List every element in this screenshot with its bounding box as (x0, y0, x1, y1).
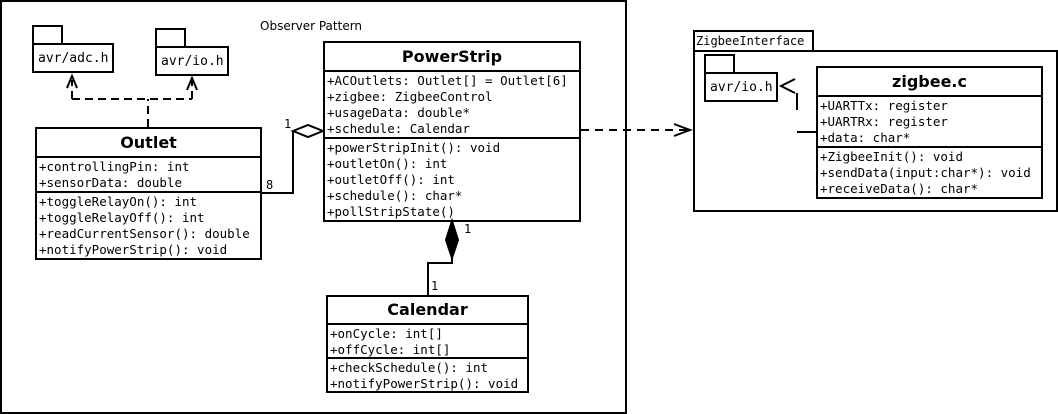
frame-title: Observer Pattern (260, 19, 363, 33)
composition-diamond-icon (444, 217, 460, 262)
method: +receiveData(): char* (820, 180, 979, 196)
attributes: +controllingPin: int +sensorData: double (37, 158, 260, 191)
attribute: +zigbee: ZigbeeControl (327, 88, 493, 104)
attributes: +onCycle: int[] +offCycle: int[] (328, 325, 527, 357)
attribute: +onCycle: int[] (330, 325, 443, 341)
attribute: +data: char* (820, 129, 911, 145)
method: +checkSchedule(): int (330, 359, 489, 375)
multiplicity-label: 8 (266, 178, 274, 192)
dependency-arrow-icon (66, 73, 198, 91)
class-name: Calendar (328, 297, 527, 325)
aggregation-line (261, 131, 294, 194)
class-calendar[interactable]: Calendar +onCycle: int[] +offCycle: int[… (326, 295, 529, 393)
method: +readCurrentSensor(): double (39, 226, 250, 242)
multiplicity-label: 1 (284, 117, 292, 131)
package-zigbee-interface[interactable] (693, 50, 1058, 212)
package-avr-io-zigbee[interactable]: avr/io.h (704, 72, 778, 102)
aggregation-diamond-icon (290, 123, 326, 139)
attribute: +usageData: double* (327, 104, 470, 120)
attribute: +UARTRx: register (820, 113, 948, 129)
multiplicity-label: 1 (464, 222, 472, 236)
dependency-arrow-icon (673, 123, 693, 137)
method: +pollStripState() (327, 203, 455, 219)
method: +outletOff(): int (327, 171, 455, 187)
class-powerstrip[interactable]: PowerStrip +ACOutlets: Outlet[] = Outlet… (323, 41, 581, 222)
observer-pattern-frame (0, 0, 627, 414)
method: +toggleRelayOff(): int (39, 210, 205, 226)
method: +notifyPowerStrip(): void (330, 375, 519, 391)
method: +outletOn(): int (327, 155, 448, 171)
method: +notifyPowerStrip(): void (39, 242, 228, 258)
attribute: +ACOutlets: Outlet[] = Outlet[6] (327, 72, 568, 88)
multiplicity-label: 1 (431, 279, 439, 293)
methods: +powerStripInit(): void +outletOn(): int… (325, 136, 579, 220)
class-zigbee[interactable]: zigbee.c +UARTTx: register +UARTRx: regi… (816, 66, 1043, 199)
attribute: +schedule: Calendar (327, 120, 470, 136)
method: +schedule(): char* (327, 187, 463, 203)
class-name: Outlet (37, 129, 260, 158)
methods: +checkSchedule(): int +notifyPowerStrip(… (328, 356, 527, 391)
package-zigbee-interface-tab: ZigbeeInterface (693, 30, 814, 52)
attribute: +offCycle: int[] (330, 341, 451, 357)
attribute: +sensorData: double (39, 174, 182, 190)
method: +toggleRelayOn(): int (39, 194, 198, 210)
class-name: PowerStrip (325, 43, 579, 72)
attributes: +ACOutlets: Outlet[] = Outlet[6] +zigbee… (325, 72, 579, 137)
class-name: zigbee.c (818, 68, 1041, 97)
package-avr-adc[interactable]: avr/adc.h (32, 43, 114, 73)
methods: +toggleRelayOn(): int +toggleRelayOff():… (37, 191, 260, 258)
zigbee-io-dependency (796, 93, 816, 133)
method: +sendData(input:char*): void (820, 164, 1031, 180)
method: +powerStripInit(): void (327, 139, 501, 155)
attributes: +UARTTx: register +UARTRx: register +dat… (818, 97, 1041, 146)
package-avr-io[interactable]: avr/io.h (155, 46, 229, 76)
attribute: +UARTTx: register (820, 97, 948, 113)
method: +ZigbeeInit(): void (820, 148, 963, 164)
dependency-outlet-avr (71, 80, 193, 127)
attribute: +controllingPin: int (39, 158, 190, 174)
dependency-arrow-icon (778, 78, 796, 94)
methods: +ZigbeeInit(): void +sendData(input:char… (818, 145, 1041, 197)
